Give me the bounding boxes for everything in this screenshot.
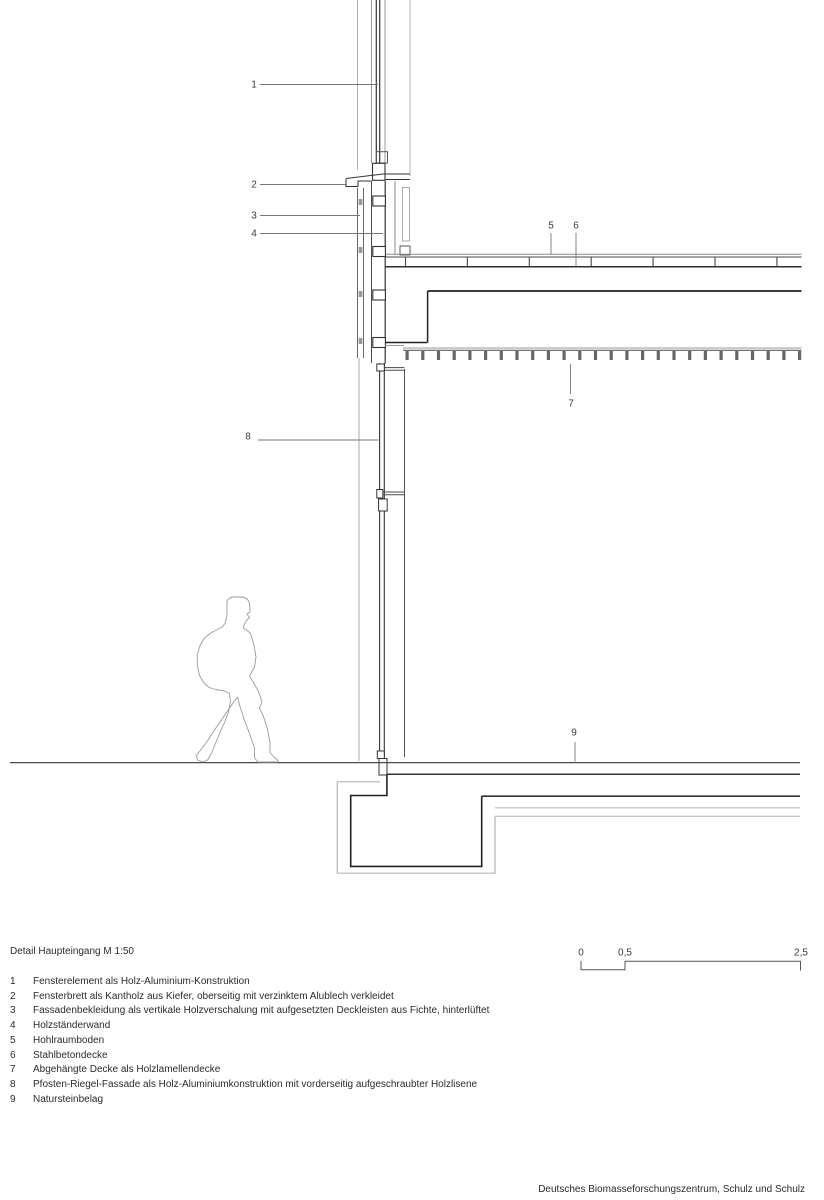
concrete-slab [385,266,802,346]
callout-1-label: 1 [251,79,257,91]
callout-3-label: 3 [251,210,257,221]
callout-5-label: 5 [548,220,554,232]
person-silhouette [196,596,279,763]
legend-item-text: Pfosten-Riegel-Fassade als Holz-Aluminiu… [33,1078,478,1090]
callout-6-label: 6 [573,220,579,232]
legend-row: 6 Stahlbetondecke [10,1049,489,1064]
legend-row: 9 Natursteinbelag [10,1093,489,1108]
legend-item-number: 1 [10,976,16,987]
legend: 1 Fensterelement als Holz-Aluminium-Kons… [10,975,489,1107]
callout-9-label: 9 [571,727,577,739]
legend-item-text: Fensterelement als Holz-Aluminium-Konstr… [33,976,250,987]
footer-credit: Deutsches Biomasseforschungszentrum, Sch… [538,1184,805,1195]
legend-item-text: Hohlraumboden [33,1034,105,1046]
suspended-ceiling [403,347,802,360]
legend-item-number: 9 [10,1093,16,1105]
legend-item-number: 6 [10,1049,16,1061]
legend-row: 8 Pfosten-Riegel-Fassade als Holz-Alumin… [10,1078,489,1093]
legend-item-text: Holzständerwand [33,1020,111,1032]
callout-7-label: 7 [568,398,574,409]
stud-wall [371,181,411,364]
legend-row: 2 Fensterbrett als Kantholz aus Kiefer, … [10,990,489,1005]
facade-cladding [357,188,364,358]
drawing-title: Detail Haupteingang M 1:50 [10,946,134,957]
window-glazing [357,0,411,181]
legend-row: 1 Fensterelement als Holz-Aluminium-Kons… [10,975,489,990]
window-sill [345,173,410,187]
legend-row: 5 Hohlraumboden [10,1034,489,1049]
legend-item-text: Fassadenbekleidung als vertikale Holzver… [33,1005,490,1017]
legend-row: 7 Abgehängte Decke als Holzlamellendecke [10,1063,489,1078]
leader-lines [258,84,577,762]
raised-floor [385,253,802,267]
legend-item-text: Natursteinbelag [33,1093,104,1105]
legend-row: 3 Fassadenbekleidung als vertikale Holzv… [10,1004,489,1019]
legend-item-number: 5 [10,1034,16,1046]
legend-item-text: Stahlbetondecke [33,1049,108,1061]
curtain-wall [358,358,405,776]
legend-item-number: 3 [10,1005,16,1017]
legend-item-number: 2 [10,990,16,1002]
scale-label-2-5: 2,5 [794,947,808,958]
legend-item-number: 4 [10,1020,16,1032]
legend-item-number: 7 [10,1064,16,1076]
callout-2-label: 2 [251,179,257,191]
scale-bar-line [580,960,801,971]
foundation [336,774,496,874]
callout-4-label: 4 [251,228,257,239]
interior-floor [387,773,800,817]
scale-label-0-5: 0,5 [618,947,632,958]
legend-item-number: 8 [10,1078,16,1090]
legend-item-text: Abgehängte Decke als Holzlamellendecke [33,1064,221,1076]
callout-8-label: 8 [245,431,251,443]
legend-item-text: Fensterbrett als Kantholz aus Kiefer, ob… [33,990,394,1002]
legend-row: 4 Holzständerwand [10,1019,489,1034]
scale-label-0: 0 [578,947,584,958]
